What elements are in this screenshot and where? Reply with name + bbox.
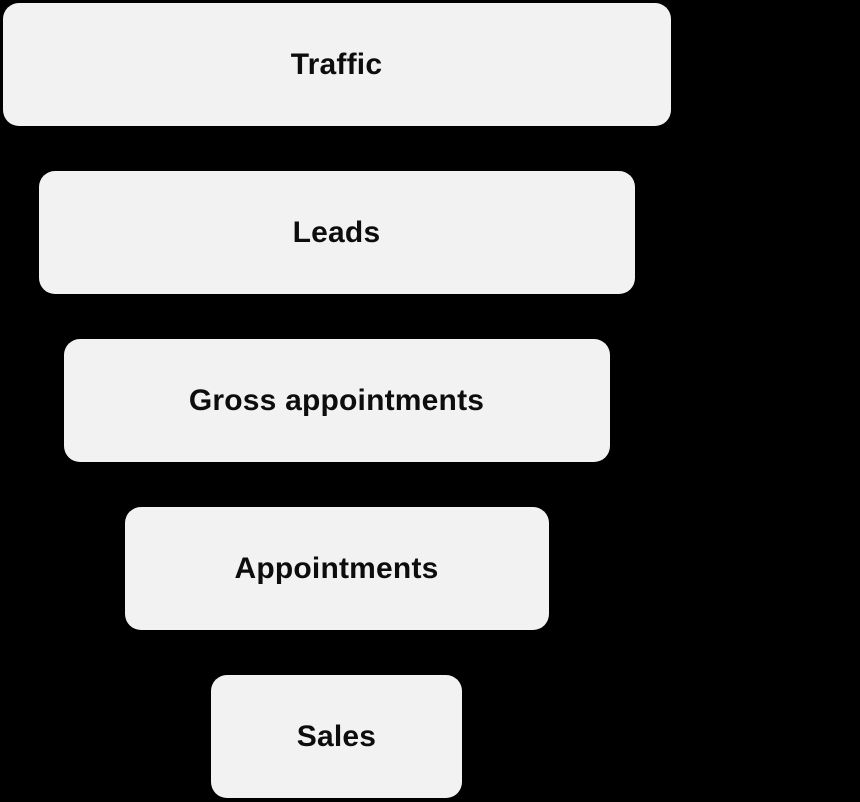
funnel-stage-appointments: Appointments xyxy=(124,507,549,630)
funnel-stage-sales: Sales xyxy=(211,675,462,798)
funnel-stage-gross-appointments: Gross appointments xyxy=(63,339,610,462)
funnel-stage-label: Appointments xyxy=(234,551,439,585)
funnel-stage-label: Leads xyxy=(292,215,381,249)
funnel-stage-label: Gross appointments xyxy=(188,383,485,417)
funnel-stage-label: Traffic xyxy=(290,47,383,81)
funnel-stage-label: Sales xyxy=(296,719,377,753)
funnel-stage-traffic: Traffic xyxy=(2,3,671,126)
funnel-stage-leads: Leads xyxy=(38,171,635,294)
